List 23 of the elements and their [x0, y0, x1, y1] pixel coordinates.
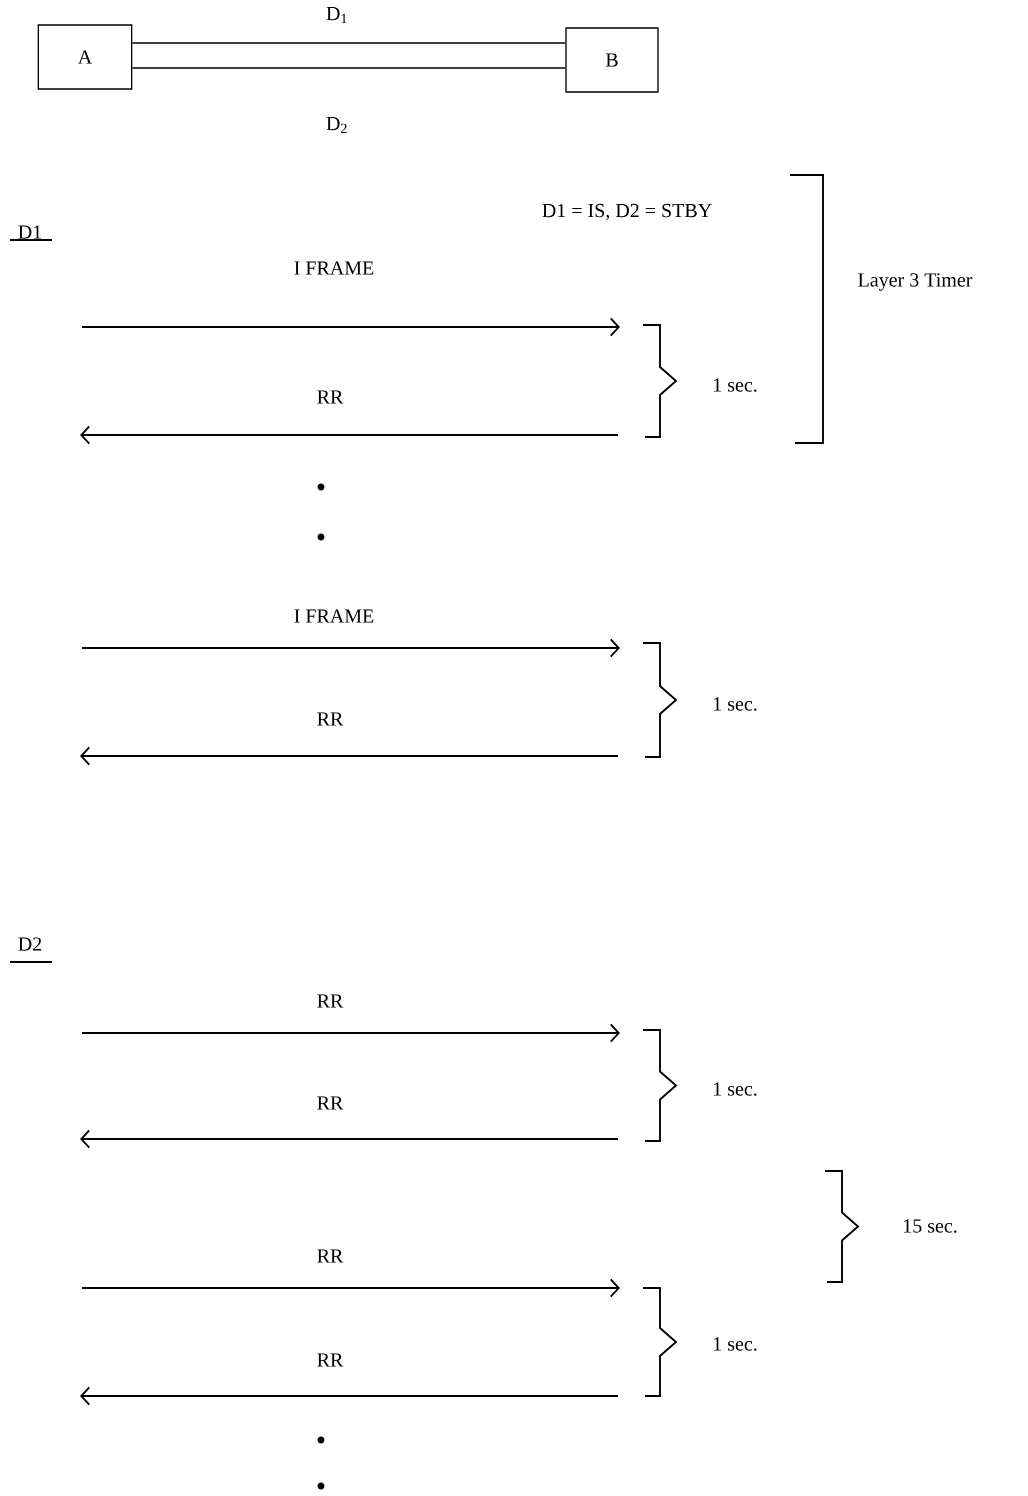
link-line [131, 67, 566, 69]
section-label: D1 [9, 225, 53, 241]
edge-label: D$_{2}$ [326, 117, 347, 133]
link-line [131, 42, 566, 44]
edge-label: D$_{1}$ [326, 7, 347, 23]
duration-label: 15 sec. [904, 1219, 957, 1233]
message-label: RR [317, 1249, 344, 1263]
message-label: RR [317, 712, 344, 726]
note-label: Layer 3 Timer [858, 273, 973, 291]
duration-label: 1 sec. [714, 697, 757, 711]
message-label: RR [317, 994, 344, 1008]
message-label: RR [317, 1353, 344, 1367]
endpoint-box: A [37, 24, 133, 90]
message-label: I FRAME [294, 261, 374, 275]
duration-label: 1 sec. [714, 1337, 757, 1351]
section-label: D2 [9, 937, 53, 963]
message-label: RR [317, 390, 344, 404]
endpoint-box: B [565, 27, 659, 93]
message-label: RR [317, 1096, 344, 1110]
duration-label: 1 sec. [714, 378, 757, 392]
message-label: I FRAME [294, 609, 374, 623]
duration-label: 1 sec. [714, 1082, 757, 1096]
note-label: D1 = IS, D2 = STBY [542, 203, 712, 221]
